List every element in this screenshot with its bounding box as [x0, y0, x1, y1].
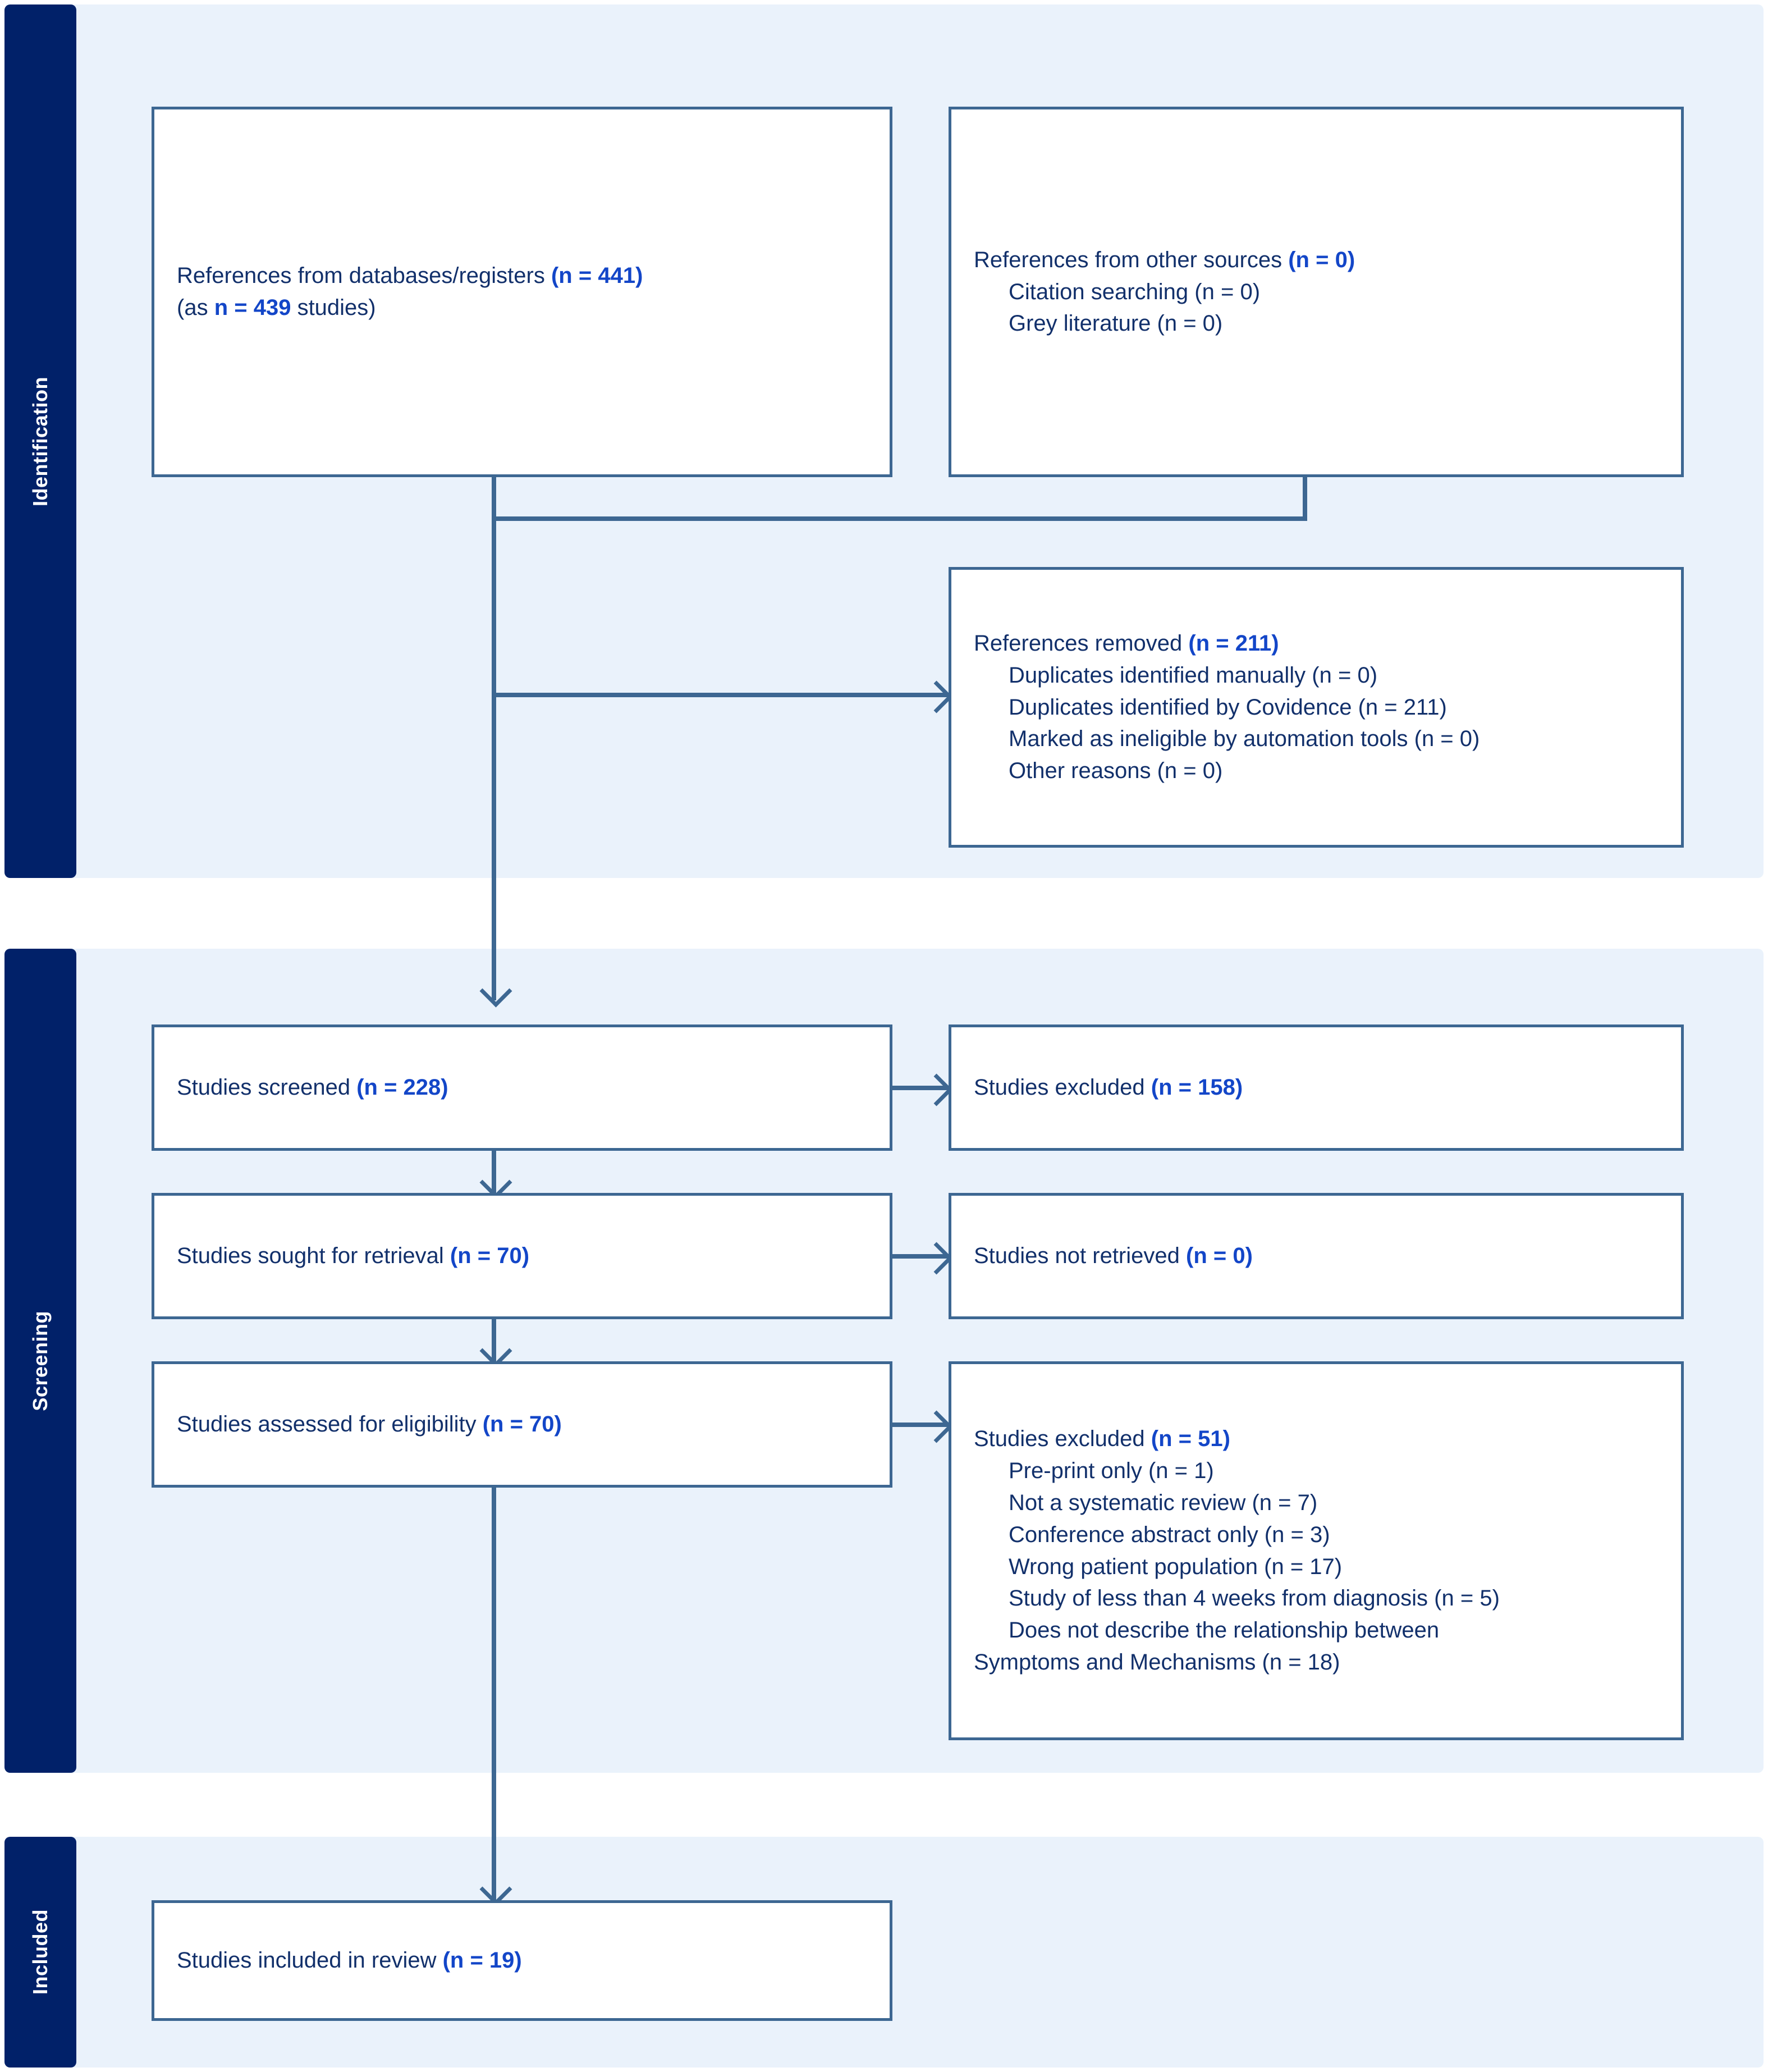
references-removed-item: Duplicates identified by Covidence (n = … [1009, 694, 1447, 720]
box-references-from-databases: References from databases/registers (n =… [152, 107, 892, 477]
studies-not-retrieved-line: Studies not retrieved (n = 0) [974, 1243, 1253, 1269]
studies-excluded-eligibility-header: Studies excluded (n = 51) [974, 1426, 1230, 1452]
other-sources-header: References from other sources (n = 0) [974, 247, 1355, 272]
references-removed-header: References removed (n = 211) [974, 631, 1279, 656]
studies-excluded-eligibility-item: Pre-print only (n = 1) [1009, 1458, 1214, 1484]
studies-screened-line: Studies screened (n = 228) [177, 1075, 448, 1100]
references-removed-item: Other reasons (n = 0) [1009, 758, 1223, 784]
box-studies-assessed-for-eligibility: Studies assessed for eligibility (n = 70… [152, 1361, 892, 1488]
studies-excluded-eligibility-item: Does not describe the relationship betwe… [1009, 1618, 1440, 1643]
studies-excluded-eligibility-item: Conference abstract only (n = 3) [1009, 1522, 1330, 1547]
references-removed-item: Marked as ineligible by automation tools… [1009, 726, 1480, 752]
connector-assessed-to-included [492, 1488, 496, 1900]
connector-screened-to-excluded [892, 1086, 951, 1090]
databases-line-1: References from databases/registers (n =… [177, 263, 643, 289]
other-sources-item: Citation searching (n = 0) [1009, 279, 1261, 304]
studies-excluded-eligibility-item: Not a systematic review (n = 7) [1009, 1490, 1318, 1515]
stage-label-identification: Identification [29, 376, 52, 506]
databases-line-2: (as n = 439 studies) [177, 295, 376, 320]
other-sources-item: Grey literature (n = 0) [1009, 311, 1223, 336]
connector-screened-to-sought [492, 1151, 496, 1193]
connector-main-spine-identification [492, 516, 496, 1000]
box-references-removed: References removed (n = 211) Duplicates … [949, 567, 1684, 848]
connector-sought-to-assessed [492, 1319, 496, 1361]
box-studies-included-in-review: Studies included in review (n = 19) [152, 1900, 892, 2021]
box-studies-sought-for-retrieval: Studies sought for retrieval (n = 70) [152, 1193, 892, 1319]
studies-excluded-eligibility-item: Wrong patient population (n = 17) [1009, 1554, 1343, 1579]
box-studies-excluded-screening: Studies excluded (n = 158) [949, 1024, 1684, 1151]
connector-othersources-down [1303, 477, 1307, 521]
stage-label-screening: Screening [29, 1310, 52, 1411]
stage-tab-screening: Screening [4, 949, 76, 1773]
box-studies-excluded-eligibility: Studies excluded (n = 51) Pre-print only… [949, 1361, 1684, 1740]
stage-label-included: Included [29, 1909, 52, 1995]
connector-identification-merge [492, 516, 1307, 521]
box-references-from-other-sources: References from other sources (n = 0) Ci… [949, 107, 1684, 477]
studies-excluded-screening-line: Studies excluded (n = 158) [974, 1075, 1243, 1100]
connector-databases-down [492, 477, 496, 521]
studies-excluded-eligibility-item: Study of less than 4 weeks from diagnosi… [1009, 1586, 1500, 1611]
stage-tab-identification: Identification [4, 4, 76, 878]
box-studies-screened: Studies screened (n = 228) [152, 1024, 892, 1151]
box-studies-not-retrieved: Studies not retrieved (n = 0) [949, 1193, 1684, 1319]
studies-assessed-line: Studies assessed for eligibility (n = 70… [177, 1412, 562, 1437]
connector-assessed-to-excluded2 [892, 1423, 951, 1427]
studies-included-line: Studies included in review (n = 19) [177, 1948, 522, 1973]
studies-excluded-eligibility-continuation: Symptoms and Mechanisms (n = 18) [974, 1649, 1340, 1675]
stage-tab-included: Included [4, 1837, 76, 2068]
connector-sought-to-notretrieved [892, 1254, 951, 1259]
studies-sought-line: Studies sought for retrieval (n = 70) [177, 1243, 530, 1269]
references-removed-item: Duplicates identified manually (n = 0) [1009, 662, 1378, 688]
connector-to-references-removed [492, 693, 951, 697]
